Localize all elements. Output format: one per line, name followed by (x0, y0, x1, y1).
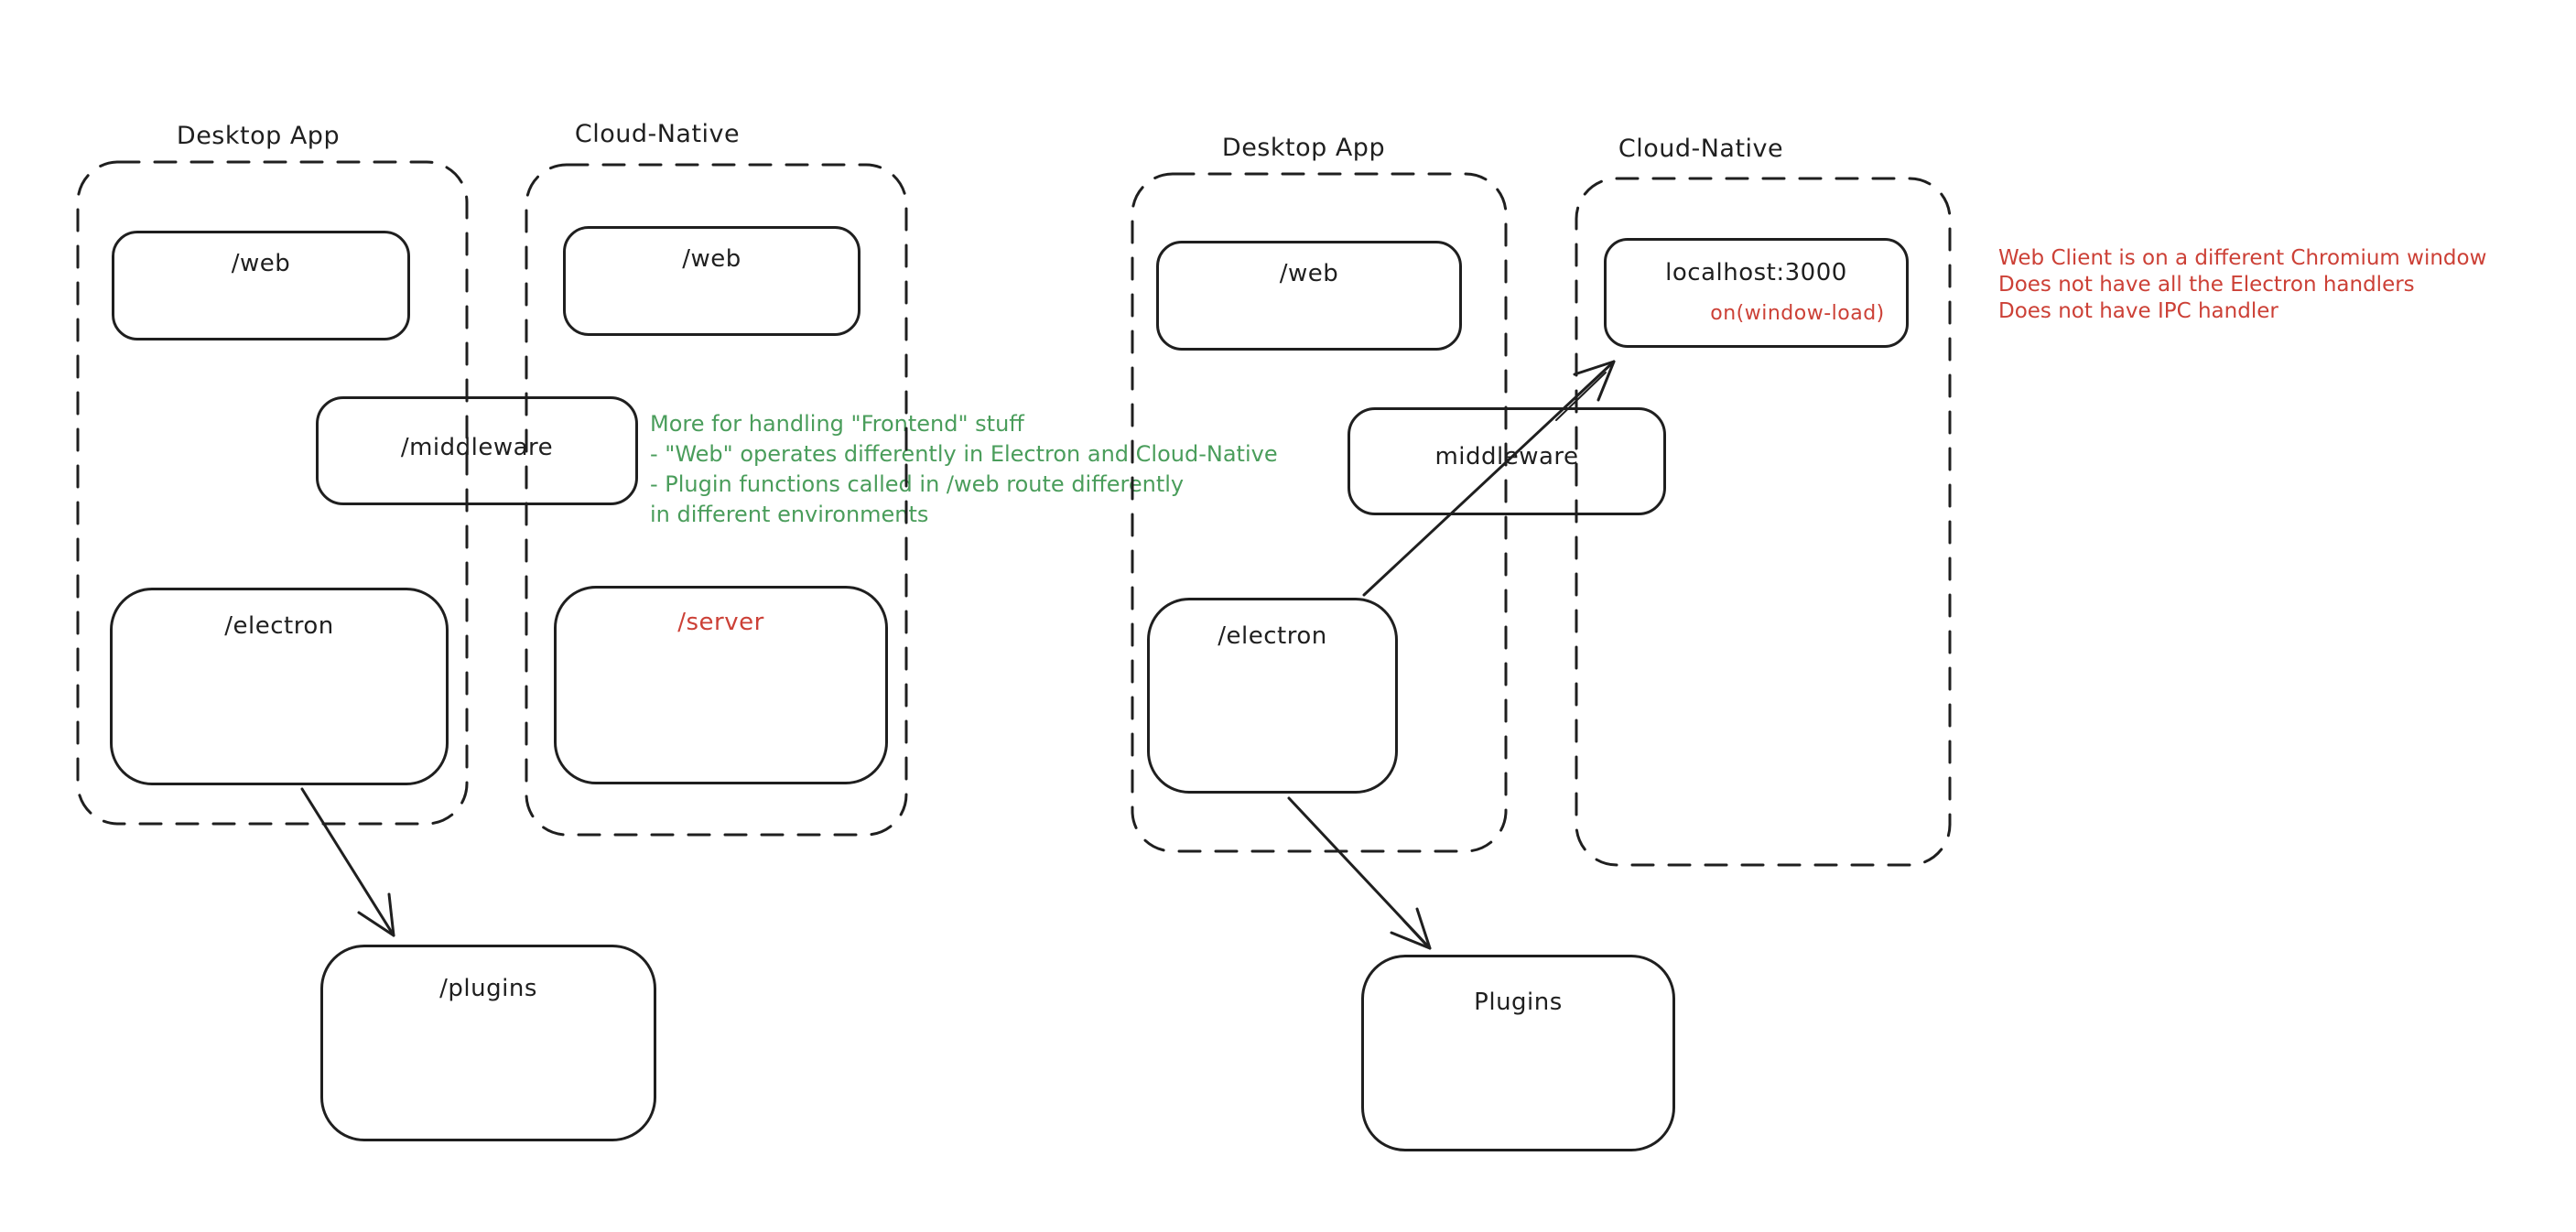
node-web-desktop-right: /web (1156, 241, 1462, 351)
node-label: /middleware (400, 434, 554, 461)
annotation-frontend-note: More for handling "Frontend" stuff - "We… (650, 409, 1278, 530)
node-label: localhost:3000 (1665, 259, 1847, 286)
annotation-line: Web Client is on a different Chromium wi… (1998, 246, 2487, 270)
node-label: /web (1279, 260, 1339, 287)
node-sublabel-on-window-load: on(window-load) (1710, 302, 1885, 325)
node-plugins-right: Plugins (1361, 955, 1675, 1151)
node-electron-left: /electron (110, 588, 449, 785)
arrow-electron-to-plugins-left (300, 787, 395, 937)
arrow-electron-to-plugins-right (1287, 796, 1432, 950)
node-label: /server (677, 609, 764, 636)
group-label-desktop-app-right: Desktop App (1221, 134, 1386, 162)
node-label: middleware (1434, 443, 1579, 470)
group-label-cloud-native-right: Cloud-Native (1618, 135, 1784, 163)
group-label-desktop-app-left: Desktop App (176, 122, 341, 150)
annotation-web-client-note: Web Client is on a different Chromium wi… (1998, 245, 2486, 325)
node-label: /plugins (439, 975, 537, 1002)
annotation-line: in different environments (650, 502, 929, 527)
node-localhost-3000: localhost:3000 on(window-load) (1604, 238, 1909, 348)
group-label-cloud-native-left: Cloud-Native (574, 120, 741, 148)
node-label: /web (231, 250, 291, 277)
node-middleware-right: middleware (1348, 407, 1666, 515)
annotation-line: - Plugin functions called in /web route … (650, 471, 1185, 497)
node-web-desktop-left: /web (112, 231, 410, 340)
annotation-line: Does not have IPC handler (1998, 299, 2278, 323)
node-server-left: /server (554, 586, 888, 784)
node-plugins-left: /plugins (320, 945, 656, 1141)
annotation-line: Does not have all the Electron handlers (1998, 273, 2415, 297)
node-label: /web (682, 245, 741, 273)
node-electron-right: /electron (1147, 598, 1398, 794)
annotation-line: - "Web" operates differently in Electron… (650, 441, 1278, 467)
node-label: Plugins (1474, 989, 1563, 1016)
node-label: /electron (224, 612, 334, 640)
node-middleware-left: /middleware (316, 396, 638, 505)
annotation-line: More for handling "Frontend" stuff (650, 411, 1024, 437)
node-label: /electron (1218, 622, 1327, 650)
node-web-cloud-left: /web (563, 226, 860, 336)
